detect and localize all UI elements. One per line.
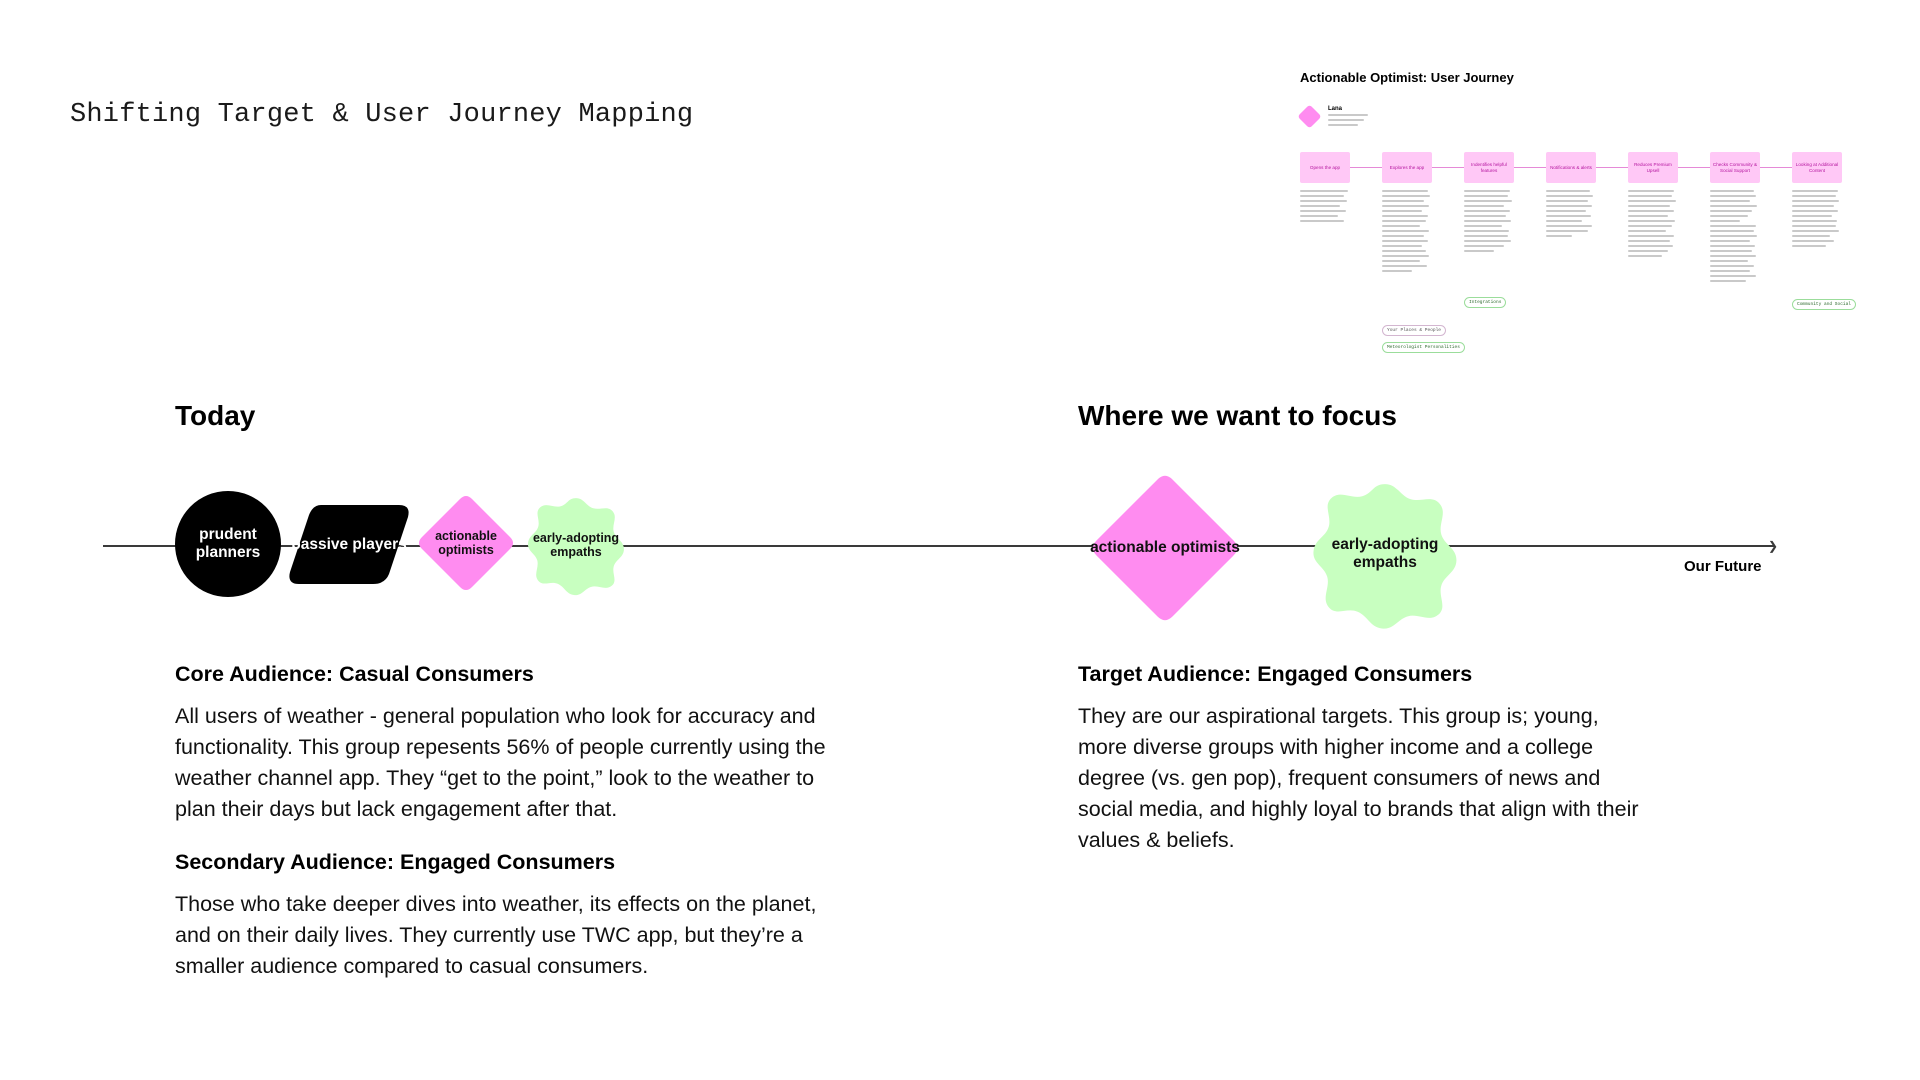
- journey-step-5: Reduces Premium Upsell: [1628, 152, 1678, 183]
- journey-tag: Your Places & People: [1382, 325, 1447, 336]
- core-audience-heading: Core Audience: Casual Consumers: [175, 662, 534, 686]
- segment-label: early-adopting empaths: [532, 530, 620, 559]
- page-title: Shifting Target & User Journey Mapping: [70, 100, 694, 130]
- segment-label: passive players: [291, 535, 407, 553]
- focus-segment-early-adopting-empaths: early-adopting empaths: [1309, 478, 1461, 630]
- secondary-audience-body: Those who take deeper dives into weather…: [175, 892, 817, 978]
- target-audience-heading: Target Audience: Engaged Consumers: [1078, 662, 1473, 686]
- segment-label: prudent planners: [195, 526, 261, 561]
- segment-label: early-adopting empaths: [1331, 536, 1439, 571]
- journey-step-4: Notifications & alerts: [1546, 152, 1596, 183]
- journey-step-description: [1710, 190, 1760, 285]
- journey-step-2: Explores the app: [1382, 152, 1432, 183]
- focus-segment-actionable-optimists: actionable optimists: [1089, 472, 1241, 624]
- journey-connector: [1596, 167, 1628, 168]
- target-audience-body: They are our aspirational targets. This …: [1078, 704, 1639, 852]
- segment-label: actionable optimists: [435, 528, 497, 557]
- core-audience-body: All users of weather - general populatio…: [175, 704, 826, 821]
- focus-heading: Where we want to focus: [1078, 400, 1397, 431]
- journey-tag: Meteorologist Personalities: [1382, 342, 1465, 353]
- secondary-audience-heading: Secondary Audience: Engaged Consumers: [175, 850, 616, 874]
- journey-connector: [1350, 167, 1382, 168]
- journey-step-description: [1628, 190, 1678, 260]
- journey-connector: [1678, 167, 1710, 168]
- journey-step-3: Indentifies helpful features: [1464, 152, 1514, 183]
- segment-label: actionable optimists: [1090, 539, 1240, 557]
- journey-title: Actionable Optimist: User Journey: [1300, 70, 1514, 85]
- journey-step-1: Opens the app: [1300, 152, 1350, 183]
- journey-step-7: Looking at Additional Content: [1792, 152, 1842, 183]
- journey-connector: [1760, 167, 1792, 168]
- journey-tag: Integrations: [1464, 297, 1507, 308]
- segment-prudent-planners: prudent planners: [175, 491, 281, 597]
- journey-step-6: Checks Community & Social Support: [1710, 152, 1760, 183]
- journey-step-description: [1300, 190, 1350, 225]
- journey-step-description: [1546, 190, 1596, 240]
- timeline-end-label: Our Future: [1684, 558, 1762, 575]
- today-heading: Today: [175, 400, 256, 431]
- journey-tag: Community and Social: [1792, 299, 1857, 310]
- timeline-axis: [103, 545, 1775, 547]
- persona-diamond-icon: [1297, 104, 1322, 129]
- segment-early-adopting-empaths: early-adopting empaths: [525, 494, 627, 596]
- journey-connector: [1514, 167, 1546, 168]
- segment-actionable-optimists: actionable optimists: [417, 494, 515, 592]
- segment-passive-players: passive players: [287, 503, 411, 586]
- journey-connector: [1432, 167, 1464, 168]
- journey-step-description: [1464, 190, 1514, 255]
- journey-step-description: [1792, 190, 1842, 250]
- journey-step-description: [1382, 190, 1432, 275]
- persona-details: [1328, 114, 1372, 129]
- persona-name: Lana: [1328, 106, 1343, 112]
- arrow-right-icon: ❯: [1768, 539, 1779, 553]
